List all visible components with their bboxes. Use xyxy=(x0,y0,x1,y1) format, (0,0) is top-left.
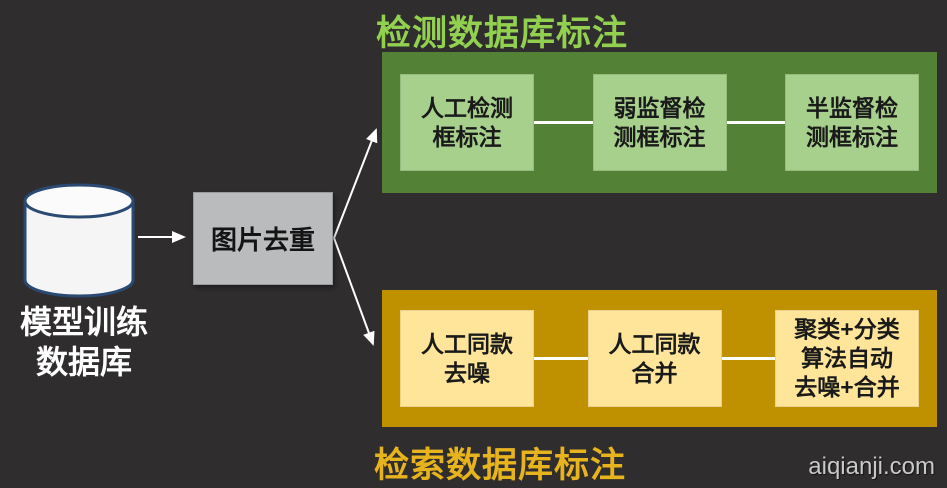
connector-line xyxy=(726,121,785,124)
detection-step-weak-supervised: 弱监督检 测框标注 xyxy=(592,74,727,171)
source-database-label: 模型训练 数据库 xyxy=(19,304,148,380)
retrieval-pipeline-title: 检索数据库标注 xyxy=(374,446,627,485)
connector-line xyxy=(534,121,593,124)
arrow-dedup-to-retrieval xyxy=(333,237,375,346)
dedup-label: 图片去重 xyxy=(210,225,315,255)
arrow-dedup-to-detection xyxy=(333,128,378,239)
detection-pipeline-panel: 人工检测 框标注 弱监督检 测框标注 半监督检 测框标注 xyxy=(382,52,937,193)
retrieval-step-auto-cluster: 聚类+分类 算法自动 去噪+合并 xyxy=(775,310,919,407)
detection-pipeline-title: 检测数据库标注 xyxy=(376,14,629,53)
connector-line xyxy=(534,357,588,360)
database-cylinder-icon xyxy=(22,181,136,301)
retrieval-step-manual-denoise: 人工同款 去噪 xyxy=(400,310,534,407)
watermark: aiqianji.com xyxy=(808,453,935,480)
retrieval-step-manual-merge: 人工同款 合并 xyxy=(587,310,722,407)
retrieval-pipeline-panel: 人工同款 去噪 人工同款 合并 聚类+分类 算法自动 去噪+合并 xyxy=(382,290,937,427)
detection-step-semi-supervised: 半监督检 测框标注 xyxy=(785,74,919,171)
connector-line xyxy=(721,357,775,360)
detection-step-manual: 人工检测 框标注 xyxy=(400,74,534,171)
dedup-box: 图片去重 xyxy=(193,192,333,285)
